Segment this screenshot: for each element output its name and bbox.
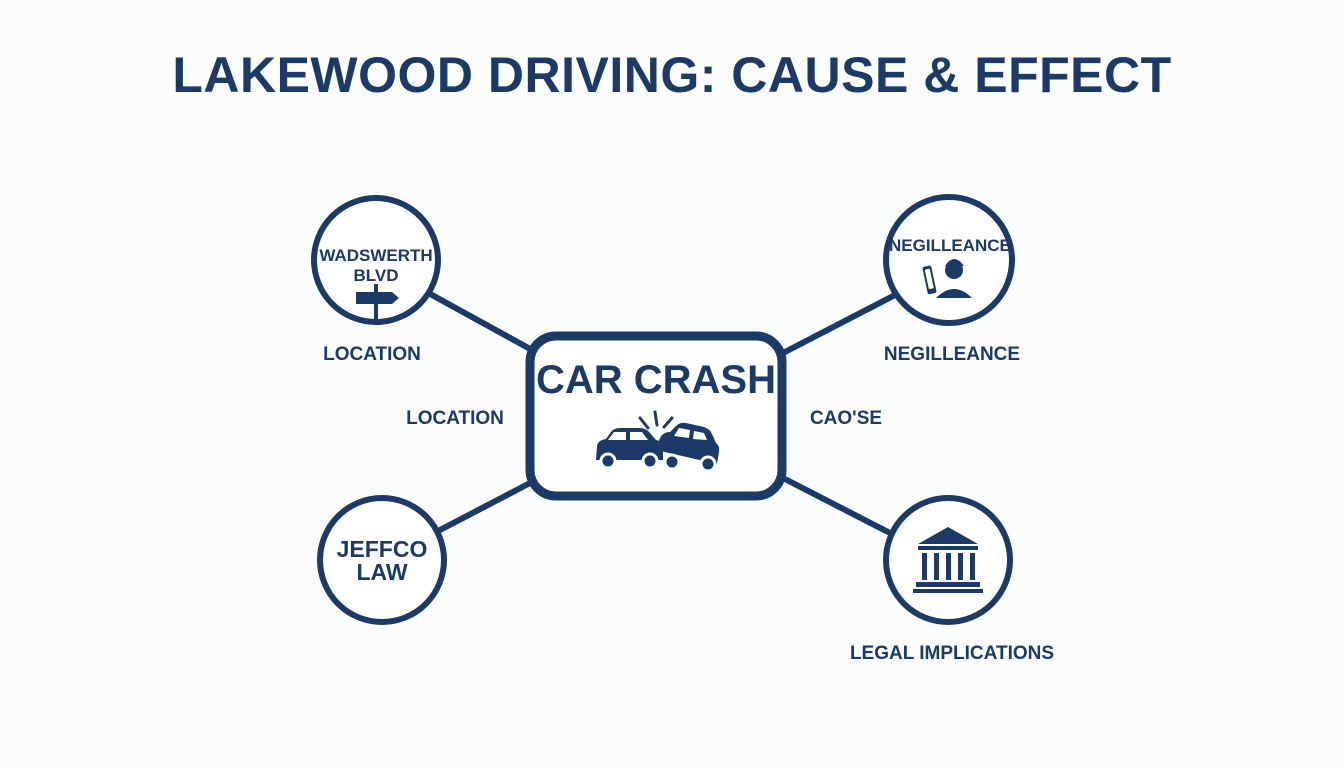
connector-top-left xyxy=(429,292,535,353)
node-text-bottom-left: JEFFCO LAW xyxy=(322,538,442,584)
signpost-icon xyxy=(356,284,399,320)
node-text-bottom-left-line2: LAW xyxy=(356,559,408,585)
side-label-left: LOCATION xyxy=(406,408,504,429)
node-circle-bottom-left xyxy=(317,495,447,625)
car-collision-icon xyxy=(596,410,720,473)
caption-top-right: NEGILLEANCE xyxy=(883,344,1021,365)
node-circle-top-left xyxy=(311,195,441,325)
node-text-bottom-left-line1: JEFFCO xyxy=(336,536,428,562)
node-text-top-left-line2: BLVD xyxy=(353,265,399,285)
center-label: CAR CRASH xyxy=(536,358,776,402)
distracted-driver-icon xyxy=(922,259,972,298)
connector-bottom-right xyxy=(780,475,891,535)
caption-top-left: LOCATION xyxy=(323,344,421,365)
node-circle-top-right xyxy=(883,194,1015,326)
node-text-top-left-line1: WADSWERTH xyxy=(319,246,433,265)
courthouse-icon xyxy=(913,527,983,593)
node-text-top-right: NEGILLEANCE xyxy=(889,236,1011,255)
node-text-top-left: WADSWERTH BLVD xyxy=(316,246,436,285)
caption-bottom-right: LEGAL IMPLICATIONS xyxy=(849,643,1055,664)
connector-top-right xyxy=(780,292,898,356)
connector-bottom-left xyxy=(437,479,535,533)
side-label-right: CAO'SE xyxy=(809,408,883,429)
diagram-title: LAKEWOOD DRIVING: CAUSE & EFFECT xyxy=(172,47,1172,103)
